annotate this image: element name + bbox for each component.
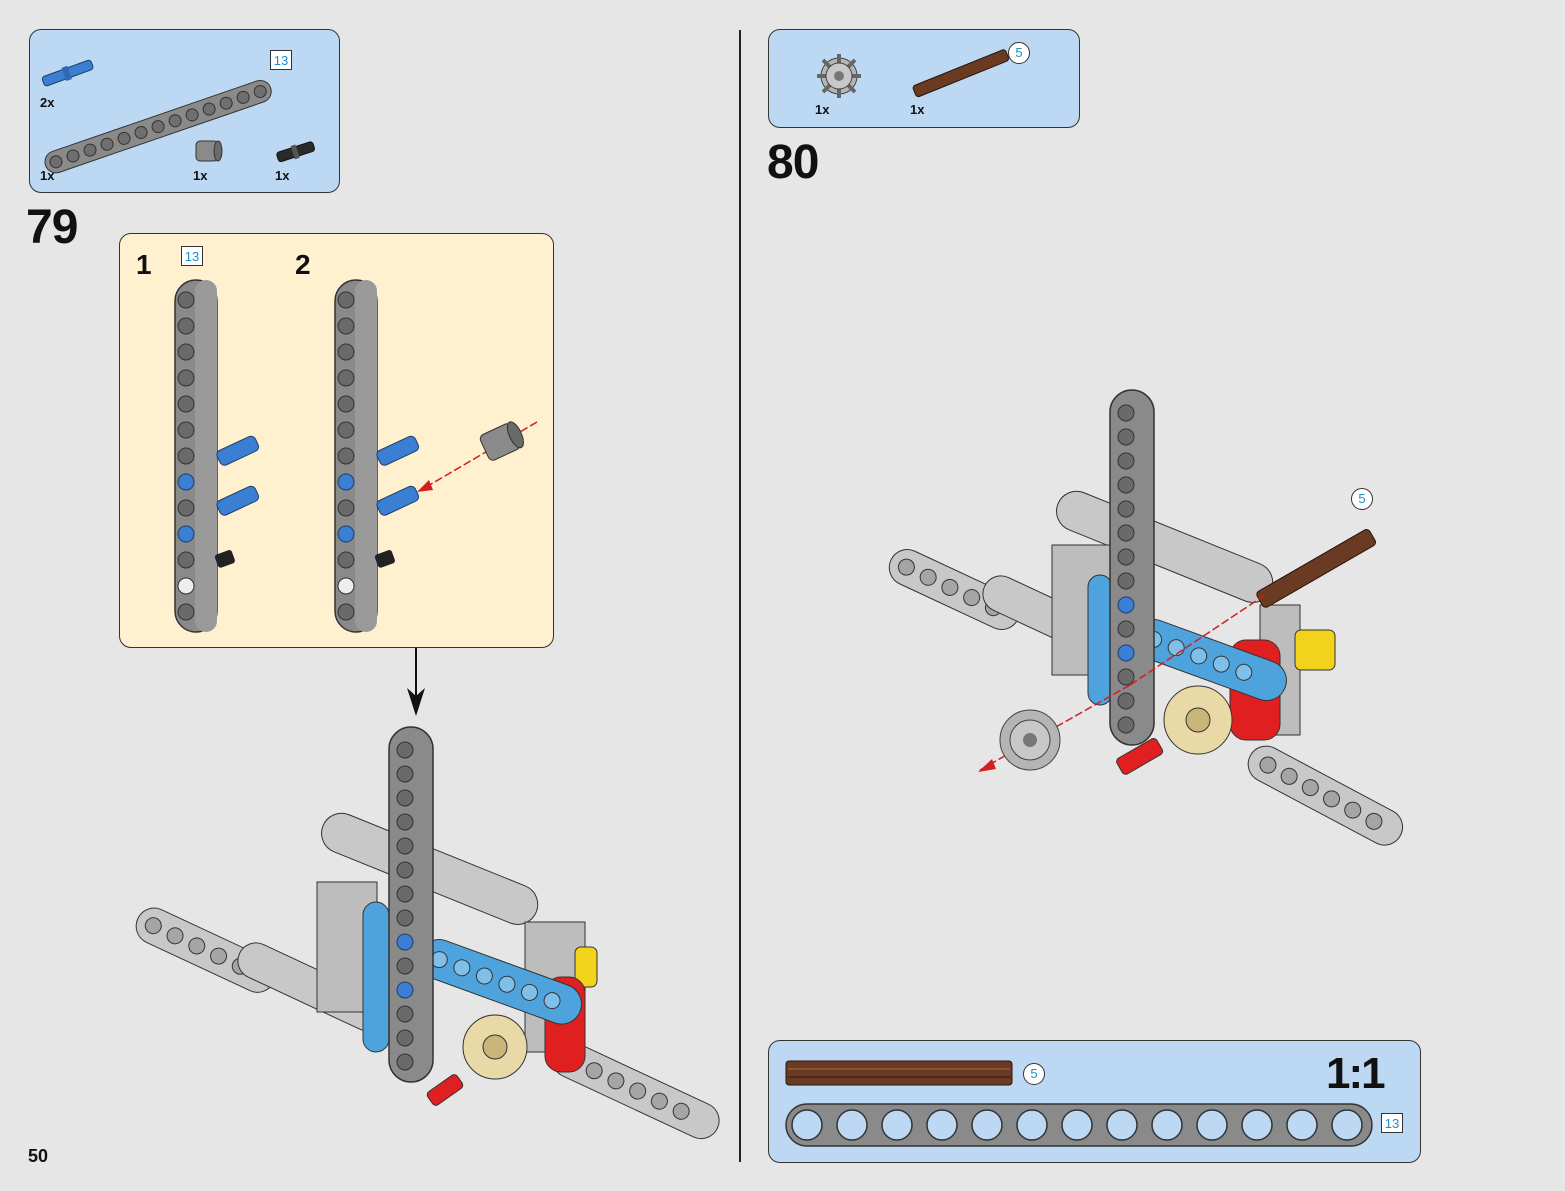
part-qty: 1x: [40, 168, 55, 183]
grey-beam-scale-icon: [785, 1103, 1373, 1147]
brown-axle-scale-icon: [785, 1060, 1013, 1086]
scale-reference-box: 5 1:1 13: [768, 1040, 1421, 1163]
part-qty: 2x: [40, 95, 55, 110]
step-79-main-model: [135, 726, 720, 1140]
part-qty: 1x: [193, 168, 208, 183]
gear-icon: [817, 54, 861, 98]
page-divider: [739, 30, 741, 1162]
length-indicator-13: 13: [1381, 1113, 1403, 1133]
parts-callout-step-80: 1x 5 1x: [768, 29, 1080, 128]
step-80-main-model: [888, 389, 1404, 846]
substep-callout: 1 13 2: [119, 233, 554, 648]
substep-1-beam-assembly: [174, 279, 259, 633]
length-indicator-13: 13: [270, 50, 292, 70]
part-qty: 1x: [910, 102, 925, 117]
brown-axle-icon: [912, 49, 1010, 98]
page-number: 50: [28, 1146, 49, 1166]
length-indicator-5: 5: [1008, 42, 1030, 64]
black-pin-icon: [276, 141, 315, 163]
substep-number-2: 2: [295, 249, 311, 280]
step-number-79: 79: [26, 201, 78, 254]
grey-beam-13-icon: [44, 79, 272, 174]
bush-icon: [195, 140, 223, 162]
parts-callout-step-79: 2x 13 1x 1x 1x: [29, 29, 340, 193]
length-indicator-13: 13: [181, 246, 203, 266]
step-number-80: 80: [767, 136, 819, 189]
length-indicator-5: 5: [1351, 488, 1373, 510]
length-indicator-5: 5: [1023, 1063, 1045, 1085]
part-qty: 1x: [815, 102, 830, 117]
scale-label: 1:1: [1326, 1049, 1386, 1098]
part-qty: 1x: [275, 168, 290, 183]
blue-axle-pin-icon: [41, 59, 94, 87]
substep-number-1: 1: [136, 249, 152, 280]
substep-2-beam-assembly: [334, 279, 538, 633]
flow-arrow-down: [407, 648, 425, 716]
